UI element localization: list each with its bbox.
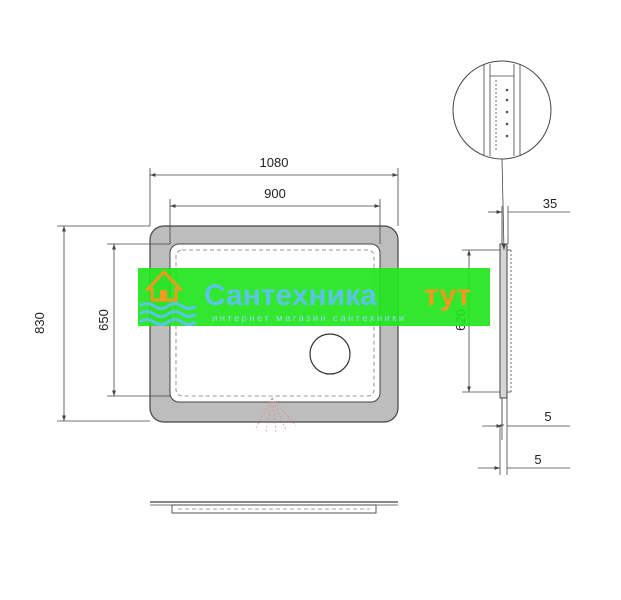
detail-callout	[452, 60, 552, 251]
dim-outer-width: 1080	[260, 155, 289, 170]
dim-offset-a: 5	[544, 409, 551, 424]
side-dimensions	[462, 206, 570, 475]
dim-inner-height: 650	[96, 309, 111, 331]
watermark-title-right: тут	[424, 279, 471, 312]
front-dimensions	[57, 168, 399, 422]
side-view	[499, 220, 512, 426]
house-water-icon	[139, 269, 197, 326]
watermark-title-left: Сантехника	[204, 279, 377, 312]
dim-offset-b: 5	[534, 452, 541, 467]
dim-depth: 35	[543, 196, 557, 211]
front-view	[149, 225, 399, 433]
magnifier-mirror	[309, 333, 351, 375]
watermark-band	[138, 268, 490, 326]
dim-outer-height: 830	[32, 312, 47, 334]
watermark-subtitle: интернет магазин сантехники	[212, 313, 407, 324]
sensor-rays	[255, 397, 297, 433]
dim-inner-width: 900	[264, 186, 286, 201]
bottom-view	[150, 501, 398, 514]
watermark: Сантехника тут интернет магазин сантехни…	[138, 268, 490, 326]
